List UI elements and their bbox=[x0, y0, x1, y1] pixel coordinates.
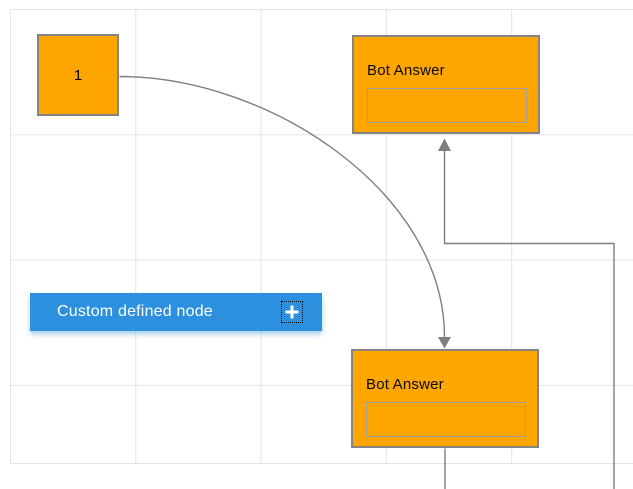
node-bot-answer-bottom[interactable]: Bot Answer bbox=[351, 349, 539, 448]
node-bot-answer-top[interactable]: Bot Answer bbox=[352, 35, 540, 134]
node-title: Bot Answer bbox=[366, 376, 444, 393]
node-start-label: 1 bbox=[73, 66, 83, 84]
node-start[interactable]: 1 bbox=[37, 34, 119, 116]
bot-answer-input-bottom[interactable] bbox=[366, 402, 526, 437]
custom-node-label: Custom defined node bbox=[57, 303, 213, 320]
plus-icon bbox=[285, 305, 299, 319]
bot-answer-input-top[interactable] bbox=[367, 88, 527, 123]
add-node-button[interactable] bbox=[281, 301, 303, 323]
node-title: Bot Answer bbox=[367, 62, 445, 79]
node-custom-defined[interactable]: Custom defined node bbox=[30, 293, 322, 331]
